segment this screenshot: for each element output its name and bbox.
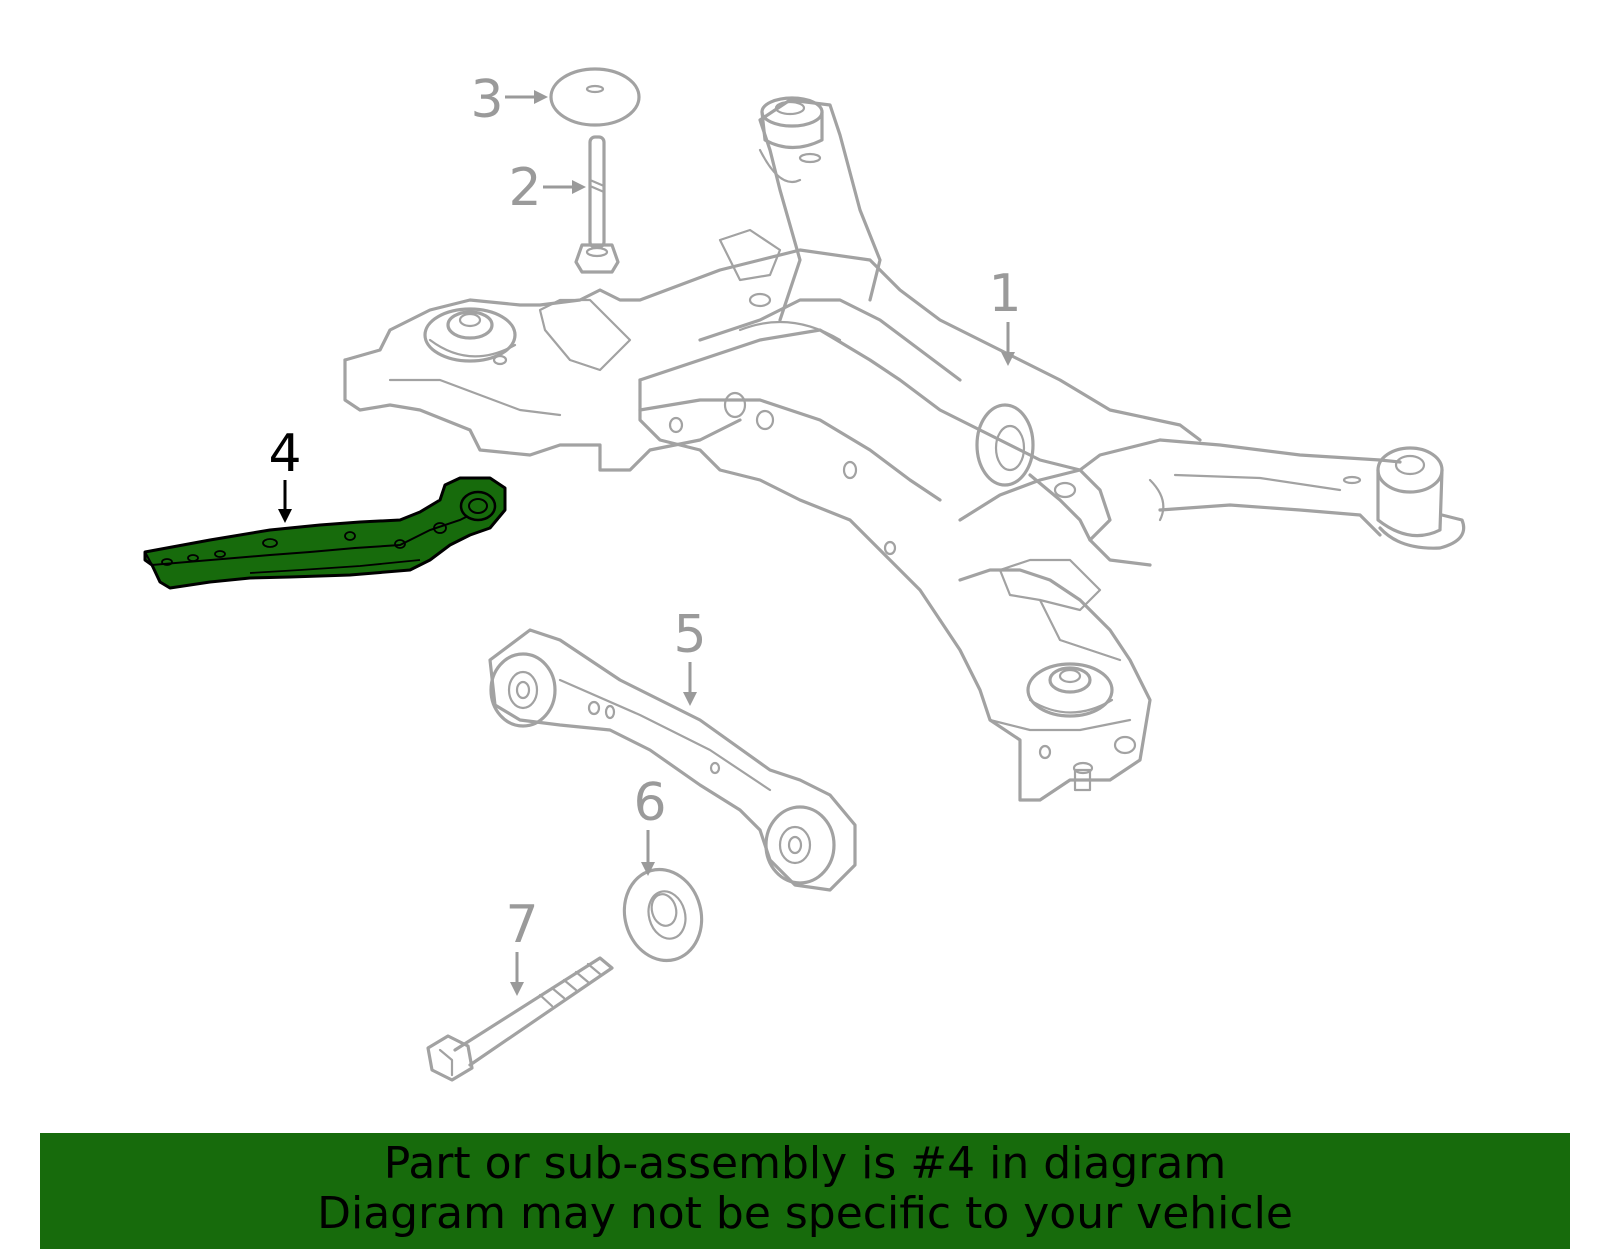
part-4-highlighted-arm (143, 476, 507, 590)
part-3-cap (549, 67, 641, 127)
callout-4-label: 4 (268, 424, 301, 484)
callout-4: 4 (268, 424, 302, 523)
callout-5-label: 5 (673, 605, 706, 665)
callout-6: 6 (633, 773, 667, 876)
banner-line-1: Part or sub-assembly is #4 in diagram (383, 1138, 1227, 1189)
callout-3-label: 3 (470, 70, 503, 130)
info-banner: Part or sub-assembly is #4 in diagram Di… (40, 1133, 1570, 1249)
callout-7: 7 (505, 895, 539, 996)
callout-6-label: 6 (633, 773, 666, 833)
part-5-control-arm (488, 628, 857, 892)
banner-line-2: Diagram may not be specific to your vehi… (317, 1188, 1293, 1239)
callout-3: 3 (470, 70, 548, 130)
callout-1-label: 1 (988, 264, 1021, 324)
part-1-subframe (343, 96, 1466, 802)
part-6-washer (622, 867, 704, 963)
callout-1: 1 (988, 264, 1022, 366)
part-7-long-bolt (426, 956, 614, 1082)
part-2-bolt (574, 135, 620, 274)
callout-2-label: 2 (508, 158, 541, 218)
callout-5: 5 (673, 605, 707, 706)
callout-2: 2 (508, 158, 586, 218)
callout-7-label: 7 (505, 895, 538, 955)
